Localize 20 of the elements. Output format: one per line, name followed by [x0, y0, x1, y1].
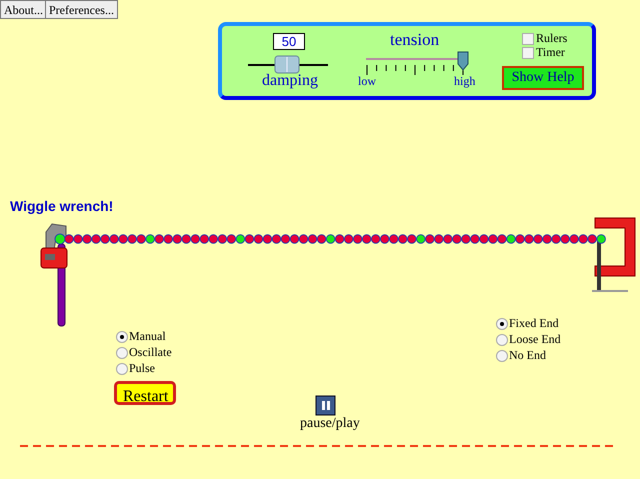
about-button: About... — [0, 0, 47, 19]
radio-label: Loose End — [509, 332, 561, 347]
damping-value-field: 50 — [273, 33, 305, 50]
control-panel — [218, 22, 596, 100]
radio-label: Manual — [129, 329, 166, 344]
radio-label: Pulse — [129, 361, 156, 376]
radio-label: Oscillate — [129, 345, 172, 360]
radio-label: Fixed End — [509, 316, 559, 331]
button-caption: pause/play — [300, 416, 360, 432]
tick-label: high — [454, 74, 476, 89]
checkbox-label: Rulers — [536, 31, 568, 46]
radio-label: No End — [509, 348, 546, 363]
preferences-button: Preferences... — [45, 0, 118, 19]
slider-label: damping — [262, 72, 318, 90]
slider-label: tension — [390, 30, 440, 50]
heading: Wiggle wrench! — [10, 198, 114, 214]
tick-label: low — [358, 74, 376, 89]
restart-button: Restart — [114, 381, 176, 405]
checkbox-label: Timer — [536, 45, 565, 60]
show-help-button: Show Help — [502, 66, 584, 90]
